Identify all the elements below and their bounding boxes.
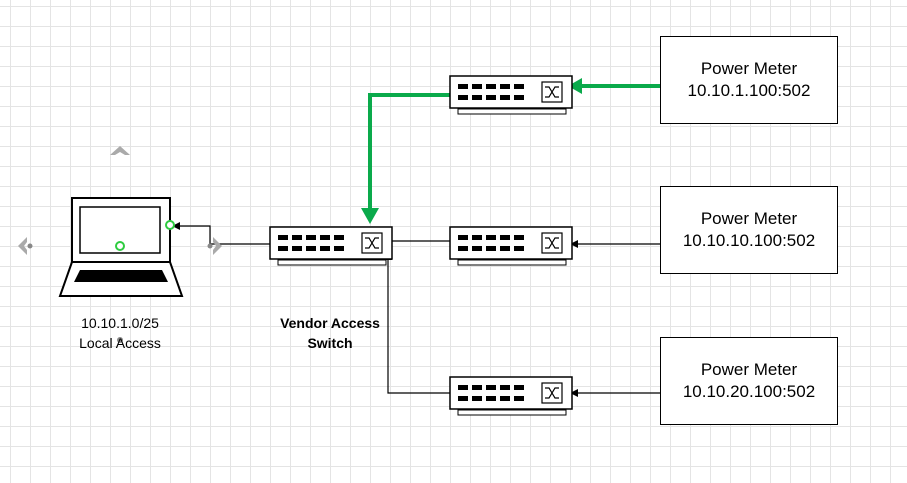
vendor-switch-label-line2: Switch — [307, 335, 353, 351]
network-switch-icon[interactable] — [449, 376, 573, 416]
laptop-label: 10.10.1.0/25 Local Access — [50, 313, 190, 353]
link-meter1-switch — [568, 78, 660, 94]
network-switch-icon[interactable] — [449, 75, 573, 115]
laptop-subnet: 10.10.1.0/25 — [81, 315, 159, 331]
link-meter3-switch — [570, 389, 660, 397]
power-meter-address: 10.10.20.100:502 — [682, 382, 816, 401]
power-meter-title: Power Meter — [700, 360, 798, 379]
power-meter-title: Power Meter — [700, 59, 798, 78]
power-meter-2[interactable]: Power Meter 10.10.10.100:502 — [660, 186, 838, 274]
link-switch-to-laptop — [172, 222, 270, 245]
link-meter2-switch — [570, 240, 660, 248]
laptop-access-label: Local Access — [79, 335, 161, 351]
power-meter-1[interactable]: Power Meter 10.10.1.100:502 — [660, 36, 838, 124]
power-meter-address: 10.10.1.100:502 — [687, 81, 811, 100]
link-switch2-vendor-switch — [384, 237, 450, 245]
laptop-icon[interactable] — [58, 197, 184, 297]
link-uplink-to-vendor-switch — [361, 93, 450, 224]
vendor-switch-label: Vendor Access Switch — [260, 313, 400, 353]
selection-handles[interactable] — [18, 146, 222, 343]
power-meter-3[interactable]: Power Meter 10.10.20.100:502 — [660, 337, 838, 425]
network-switch-icon[interactable] — [449, 226, 573, 266]
network-switch-icon[interactable] — [269, 226, 393, 266]
power-meter-address: 10.10.10.100:502 — [682, 231, 816, 250]
vendor-switch-label-line1: Vendor Access — [280, 315, 380, 331]
power-meter-title: Power Meter — [700, 209, 798, 228]
